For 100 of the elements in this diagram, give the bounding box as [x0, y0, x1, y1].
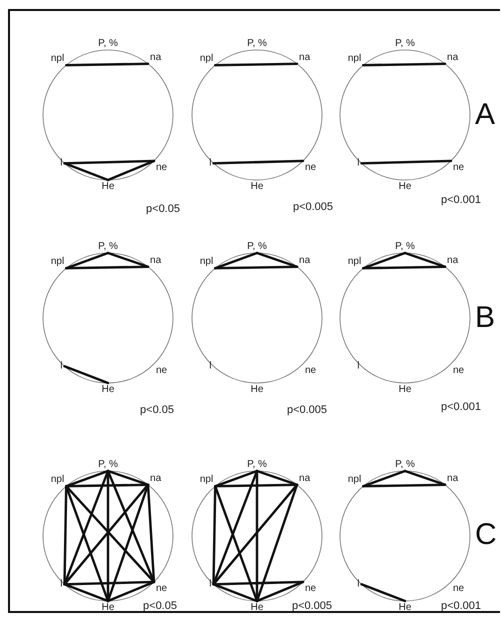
correlation-line	[146, 484, 156, 584]
variable-label: l	[355, 578, 362, 591]
correlation-line	[212, 580, 304, 586]
variable-label: na	[445, 50, 460, 64]
variable-label: P, %	[245, 37, 269, 50]
variable-label: na	[445, 254, 460, 267]
variable-label: l	[58, 578, 64, 591]
panel-letter: B	[475, 302, 496, 334]
variable-label: npl	[346, 255, 364, 268]
panel-letter: C	[475, 519, 497, 551]
correlation-line	[362, 266, 446, 270]
variable-label: P, %	[393, 240, 417, 253]
variable-label: na	[445, 472, 460, 485]
correlation-line	[212, 485, 216, 586]
variable-label: l	[207, 156, 214, 170]
correlation-line	[106, 484, 150, 602]
variable-label: npl	[48, 255, 66, 268]
correlation-line	[362, 62, 446, 66]
variable-label: npl	[346, 473, 364, 486]
variable-label: He	[248, 601, 266, 614]
correlation-line	[360, 583, 406, 602]
variable-label: P, %	[245, 458, 269, 471]
significance-label: p<0.005	[292, 600, 332, 612]
significance-label: p<0.05	[140, 404, 174, 416]
significance-label: p<0.005	[292, 201, 334, 213]
correlation-line	[404, 252, 446, 268]
correlation-line	[360, 160, 452, 164]
significance-label: p<0.05	[146, 203, 180, 215]
variable-label: npl	[198, 255, 216, 268]
variable-label: ne	[154, 364, 170, 377]
correlation-line	[65, 470, 110, 488]
variable-label: na	[297, 254, 312, 267]
correlation-line	[63, 365, 110, 384]
correlation-line	[362, 484, 446, 488]
significance-label: p<0.005	[286, 404, 328, 416]
correlation-line	[212, 160, 304, 164]
variable-label: ne	[302, 364, 318, 377]
correlation-line	[256, 580, 304, 602]
variable-label: ne	[450, 582, 466, 595]
correlation-line	[256, 252, 298, 268]
panel-letter: A	[475, 99, 496, 131]
variable-label: na	[297, 50, 312, 64]
correlation-line	[65, 62, 150, 66]
variable-label: ne	[450, 364, 466, 377]
variable-label: He	[248, 383, 266, 396]
variable-label: l	[355, 360, 362, 373]
correlation-line	[214, 484, 298, 488]
correlation-line	[63, 162, 110, 182]
variable-label: He	[248, 180, 266, 193]
significance-label: p<0.05	[143, 600, 177, 612]
variable-label: npl	[48, 52, 66, 66]
variable-label: l	[58, 360, 64, 373]
correlation-line	[63, 160, 156, 164]
variable-label: P, %	[96, 240, 120, 253]
variable-label: ne	[154, 160, 170, 174]
correlation-line	[404, 470, 446, 486]
correlation-line	[362, 470, 406, 488]
correlation-line	[214, 266, 298, 270]
correlation-line	[65, 252, 110, 270]
variable-label: He	[100, 180, 116, 193]
correlation-line	[106, 252, 150, 268]
correlation-line	[256, 470, 298, 486]
correlation-line	[212, 583, 258, 602]
variable-label: He	[396, 180, 414, 193]
variable-label: l	[58, 156, 64, 170]
correlation-line	[214, 470, 258, 488]
variable-label: ne	[154, 582, 170, 595]
variable-label: npl	[48, 473, 66, 486]
correlation-line	[214, 252, 258, 270]
variable-label: He	[100, 383, 116, 396]
variable-label: l	[207, 578, 214, 591]
variable-label: P, %	[393, 37, 417, 50]
variable-label: na	[297, 472, 312, 485]
correlation-line	[106, 470, 150, 486]
variable-label: l	[355, 156, 362, 170]
variable-label: P, %	[393, 458, 417, 471]
variable-label: ne	[302, 160, 318, 174]
variable-label: P, %	[96, 458, 120, 471]
variable-label: na	[148, 472, 164, 485]
correlation-line	[65, 485, 110, 602]
correlation-line	[362, 252, 406, 270]
correlation-line	[65, 484, 150, 488]
correlation-line	[212, 470, 258, 586]
variable-label: P, %	[245, 240, 269, 253]
variable-label: l	[207, 360, 214, 373]
variable-label: npl	[198, 52, 216, 66]
correlation-line	[214, 485, 258, 602]
significance-label: p<0.001	[440, 401, 482, 413]
variable-label: He	[100, 601, 116, 614]
correlation-line	[63, 583, 110, 602]
correlation-line	[106, 580, 156, 602]
variable-label: na	[148, 50, 164, 64]
significance-label: p<0.001	[440, 600, 482, 612]
significance-label: p<0.001	[440, 194, 482, 206]
variable-label: He	[396, 601, 414, 614]
correlation-line	[212, 484, 298, 586]
correlation-line	[63, 485, 68, 586]
correlation-line	[106, 160, 156, 182]
variable-label: He	[396, 383, 414, 396]
variable-label: npl	[346, 52, 364, 66]
